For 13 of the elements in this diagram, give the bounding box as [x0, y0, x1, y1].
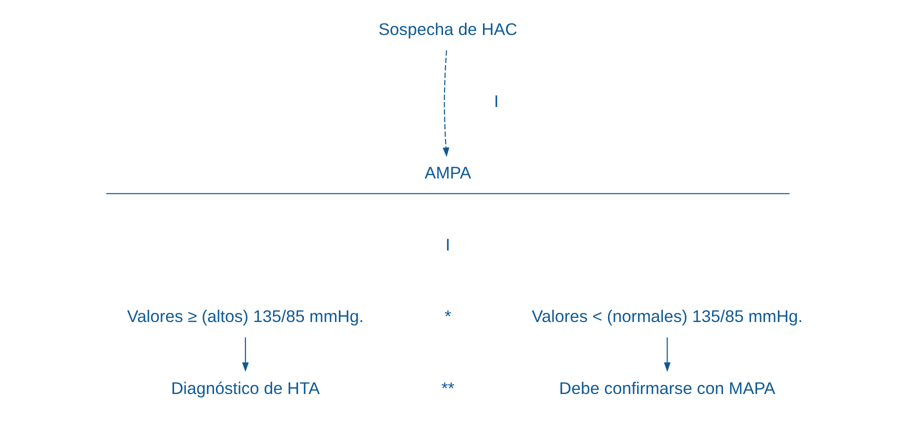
- node-text: Valores < (normales) 135/85 mmHg.: [532, 307, 803, 326]
- node-text: Valores ≥ (altos) 135/85 mmHg.: [127, 307, 364, 326]
- node-text: Debe confirmarse con MAPA: [559, 378, 776, 398]
- arrow: [242, 337, 249, 372]
- arrow: [442, 50, 450, 158]
- label: **: [441, 378, 454, 398]
- node-text: AMPA: [424, 164, 472, 183]
- node-text: Diagnóstico de HTA: [171, 378, 320, 398]
- node-text: Sospecha de HAC: [378, 20, 518, 40]
- label: I: [494, 92, 499, 111]
- arrow: [664, 337, 671, 372]
- label: *: [444, 307, 452, 326]
- label: I: [446, 235, 450, 254]
